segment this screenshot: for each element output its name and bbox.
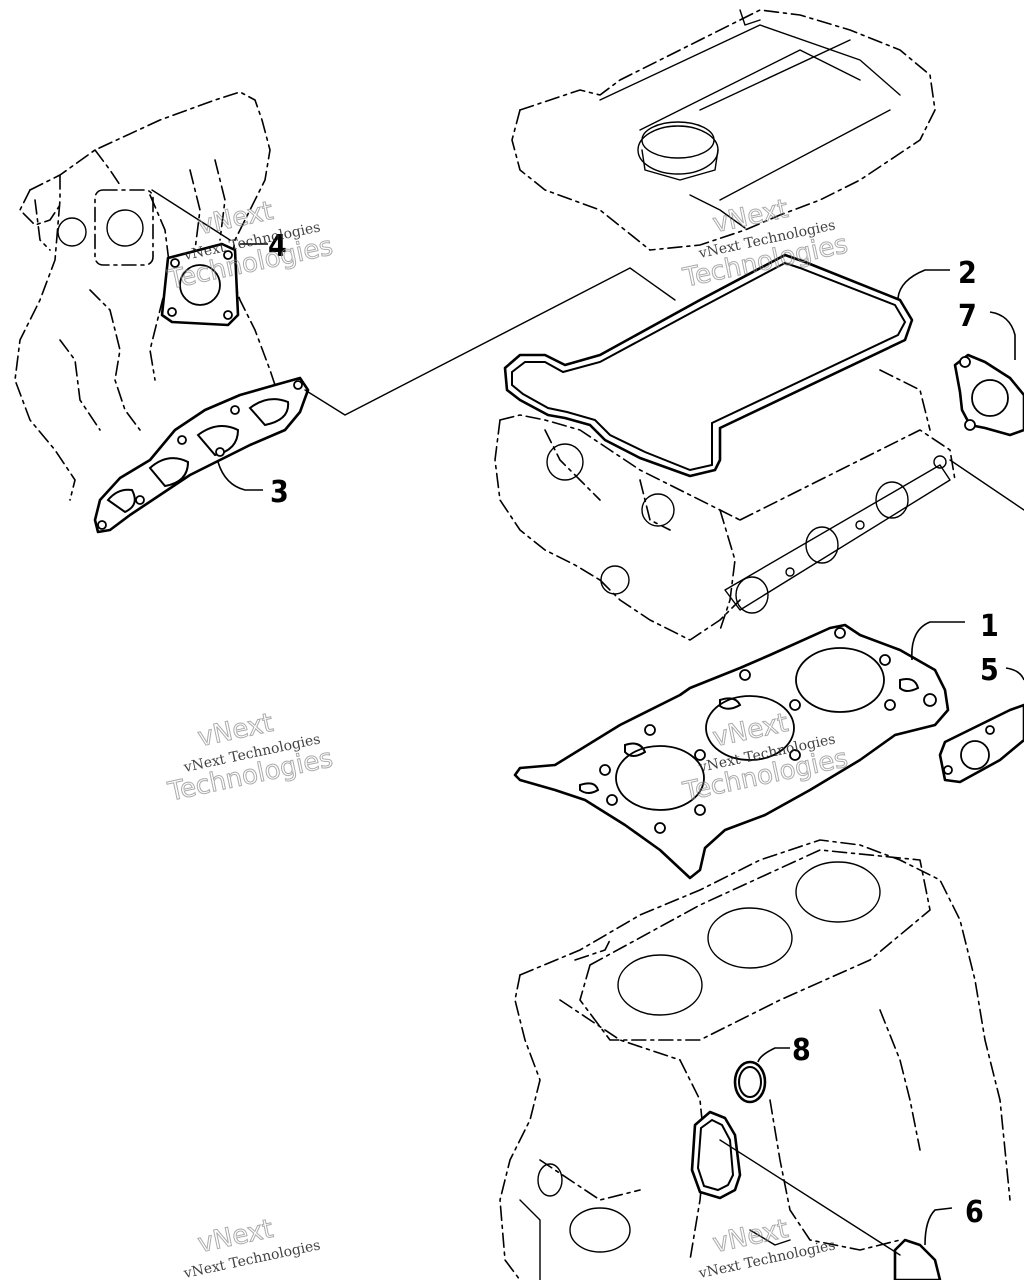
leader-lines: [217, 243, 1024, 1246]
callout-7: 7: [958, 299, 977, 334]
cylinder-head-gasket: [513, 623, 950, 880]
cylinder-block-outline: [499, 839, 1011, 1280]
intake-manifold-outline: [14, 91, 281, 501]
callout-2: 2: [958, 256, 977, 291]
exhaust-pipe-gasket: [953, 353, 1024, 437]
o-ring: [733, 1060, 767, 1104]
callout-4: 4: [268, 229, 287, 264]
exhaust-manifold-gasket: [938, 703, 1024, 784]
valve-cover-gasket: [503, 253, 914, 478]
callout-3: 3: [270, 475, 289, 510]
water-pump-gasket: [690, 1110, 942, 1280]
callout-5: 5: [980, 653, 999, 688]
callout-8: 8: [792, 1033, 811, 1068]
callout-numbers: 1 2 3 4 5 6 7 8: [268, 229, 999, 1230]
callout-1: 1: [980, 609, 999, 644]
cylinder-head-outline: [494, 369, 956, 641]
callout-6: 6: [965, 1195, 984, 1230]
watermark-top-left: vNext vNext Technologies Technologies: [164, 196, 336, 297]
watermark-bottom-right: vNext vNext Technologies: [697, 1214, 837, 1280]
intake-manifold-gasket: [93, 376, 310, 534]
watermark-mid-left: vNext vNext Technologies Technologies: [164, 708, 336, 809]
reference-lines: [151, 189, 1024, 1256]
throttle-body-gasket: [160, 242, 240, 327]
valve-cover-outline: [511, 9, 936, 251]
watermark-bottom-left: vNext vNext Technologies: [182, 1214, 322, 1280]
